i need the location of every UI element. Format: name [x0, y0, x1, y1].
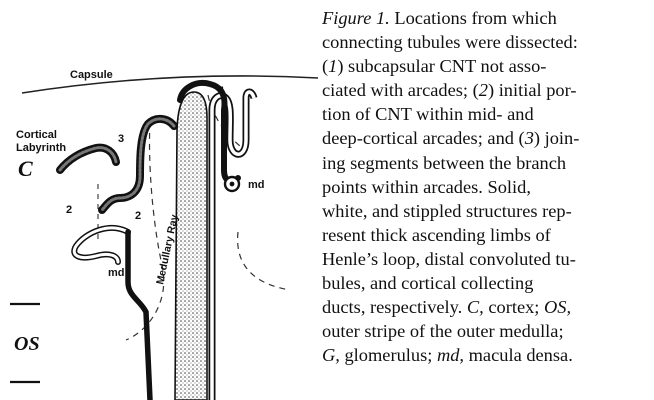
- label-md-right: md: [248, 179, 265, 191]
- caption-run: OS,: [544, 297, 571, 317]
- caption-run: deep-cortical arcades; and (: [322, 128, 525, 148]
- caption-run: G,: [322, 345, 340, 365]
- label-labyrinth: Labyrinth: [16, 142, 66, 154]
- caption-run: bules, and cortical collecting: [322, 273, 533, 293]
- collecting-duct-stippled: [175, 92, 207, 400]
- caption-run: resent thick ascending limbs of: [322, 225, 551, 245]
- caption-run: 1: [328, 56, 337, 76]
- label-num-3: 3: [118, 133, 124, 145]
- caption-line: connecting tubules were dissected:: [322, 30, 652, 54]
- caption-run: tion of CNT within mid- and: [322, 104, 534, 124]
- caption-run: cortex;: [484, 297, 544, 317]
- caption-line: ciated with arcades; (2) initial por-: [322, 78, 652, 102]
- caption-run: 3: [525, 128, 534, 148]
- label-num-2-right: 2: [135, 210, 141, 222]
- caption-line: ing segments between the branch: [322, 151, 652, 175]
- caption-line: G, glomerulus; md, macula densa.: [322, 343, 652, 367]
- caption-line: resent thick ascending limbs of: [322, 223, 652, 247]
- caption-run: ciated with arcades; (: [322, 80, 479, 100]
- caption-line: Henle’s loop, distal convoluted tu-: [322, 247, 652, 271]
- caption-run: macula densa.: [464, 345, 573, 365]
- caption-run: md,: [437, 345, 464, 365]
- caption-line: ducts, respectively. C, cortex; OS,: [322, 295, 652, 319]
- caption-run: ) subcapsular CNT not asso-: [337, 56, 546, 76]
- caption-run: points within arcades. Solid,: [322, 177, 531, 197]
- caption-run: white, and stippled structures rep-: [322, 201, 572, 221]
- label-num-1: 1: [219, 85, 225, 97]
- label-cortical: Cortical: [16, 129, 57, 141]
- caption-line: points within arcades. Solid,: [322, 175, 652, 199]
- caption-line: deep-cortical arcades; and (3) join-: [322, 126, 652, 150]
- cnt-segment-3: [102, 119, 174, 210]
- caption-run: ) initial por-: [488, 80, 577, 100]
- black-tubule-descending: [128, 232, 150, 400]
- caption-run: ducts, respectively.: [322, 297, 467, 317]
- caption-run: C,: [467, 297, 484, 317]
- capsule-line: [22, 76, 318, 93]
- caption-run: Henle’s loop, distal convoluted tu-: [322, 249, 576, 269]
- glomerulus-core: [230, 182, 235, 187]
- caption-line: white, and stippled structures rep-: [322, 199, 652, 223]
- caption-run: ing segments between the branch: [322, 153, 566, 173]
- caption-run: outer stripe of the outer medulla;: [322, 321, 564, 341]
- caption-line: tion of CNT within mid- and: [322, 102, 652, 126]
- caption-line: (1) subcapsular CNT not asso-: [322, 54, 652, 78]
- caption-run: Locations from which: [390, 8, 557, 28]
- caption-line: Figure 1. Locations from which: [322, 6, 652, 30]
- caption-run: connecting tubules were dissected:: [322, 32, 578, 52]
- caption-line: bules, and cortical collecting: [322, 271, 652, 295]
- caption-run: glomerulus;: [340, 345, 437, 365]
- caption-run: Figure 1.: [322, 8, 390, 28]
- label-capsule: Capsule: [70, 69, 113, 81]
- label-md-left: md: [108, 267, 125, 279]
- label-c: C: [18, 156, 33, 181]
- caption-line: outer stripe of the outer medulla;: [322, 319, 652, 343]
- label-os: OS: [14, 333, 40, 355]
- label-num-2-left: 2: [66, 204, 72, 216]
- caption-run: ) join-: [534, 128, 579, 148]
- caption-run: 2: [479, 80, 488, 100]
